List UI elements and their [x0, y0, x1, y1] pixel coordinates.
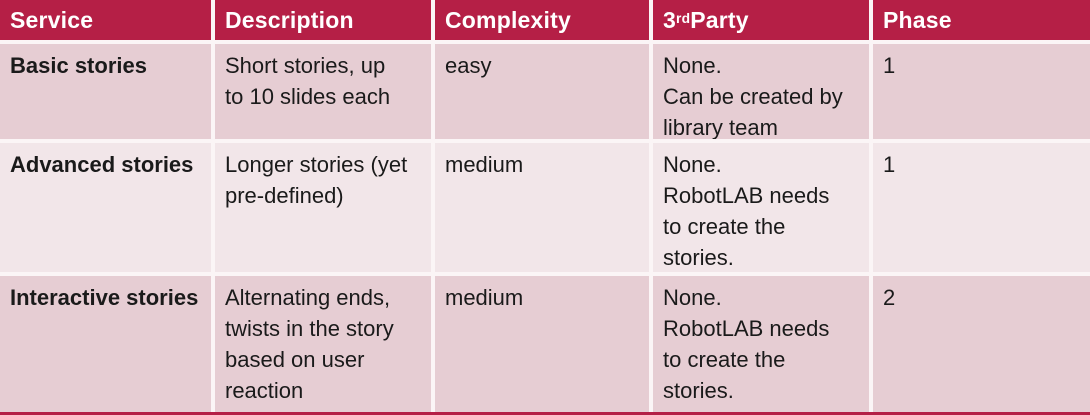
- column-header-phase: Phase: [873, 0, 1090, 40]
- third-party-rest: Party: [690, 6, 749, 33]
- cell-third-party-basic-stories: None. Can be created by library team: [653, 44, 869, 139]
- cell-description-advanced-stories: Longer stories (yet pre-defined): [215, 143, 431, 272]
- table-bottom-border: [0, 412, 1090, 415]
- cell-phase-advanced-stories: 1: [873, 143, 1090, 272]
- column-header-service: Service: [0, 0, 211, 40]
- cell-description-basic-stories: Short stories, up to 10 slides each: [215, 44, 431, 139]
- column-header-description: Description: [215, 0, 431, 40]
- cell-description-interactive-stories: Alternating ends, twists in the story ba…: [215, 276, 431, 415]
- cell-service-advanced-stories: Advanced stories: [0, 143, 211, 272]
- third-party-base: 3: [663, 6, 676, 33]
- cell-phase-basic-stories: 1: [873, 44, 1090, 139]
- cell-complexity-interactive-stories: medium: [435, 276, 649, 415]
- cell-complexity-advanced-stories: medium: [435, 143, 649, 272]
- cell-complexity-basic-stories: easy: [435, 44, 649, 139]
- cell-third-party-interactive-stories: None. RobotLAB needs to create the stori…: [653, 276, 869, 415]
- cell-third-party-advanced-stories: None. RobotLAB needs to create the stori…: [653, 143, 869, 272]
- cell-service-basic-stories: Basic stories: [0, 44, 211, 139]
- cell-service-interactive-stories: Interactive stories: [0, 276, 211, 415]
- column-header-complexity: Complexity: [435, 0, 649, 40]
- cell-phase-interactive-stories: 2: [873, 276, 1090, 415]
